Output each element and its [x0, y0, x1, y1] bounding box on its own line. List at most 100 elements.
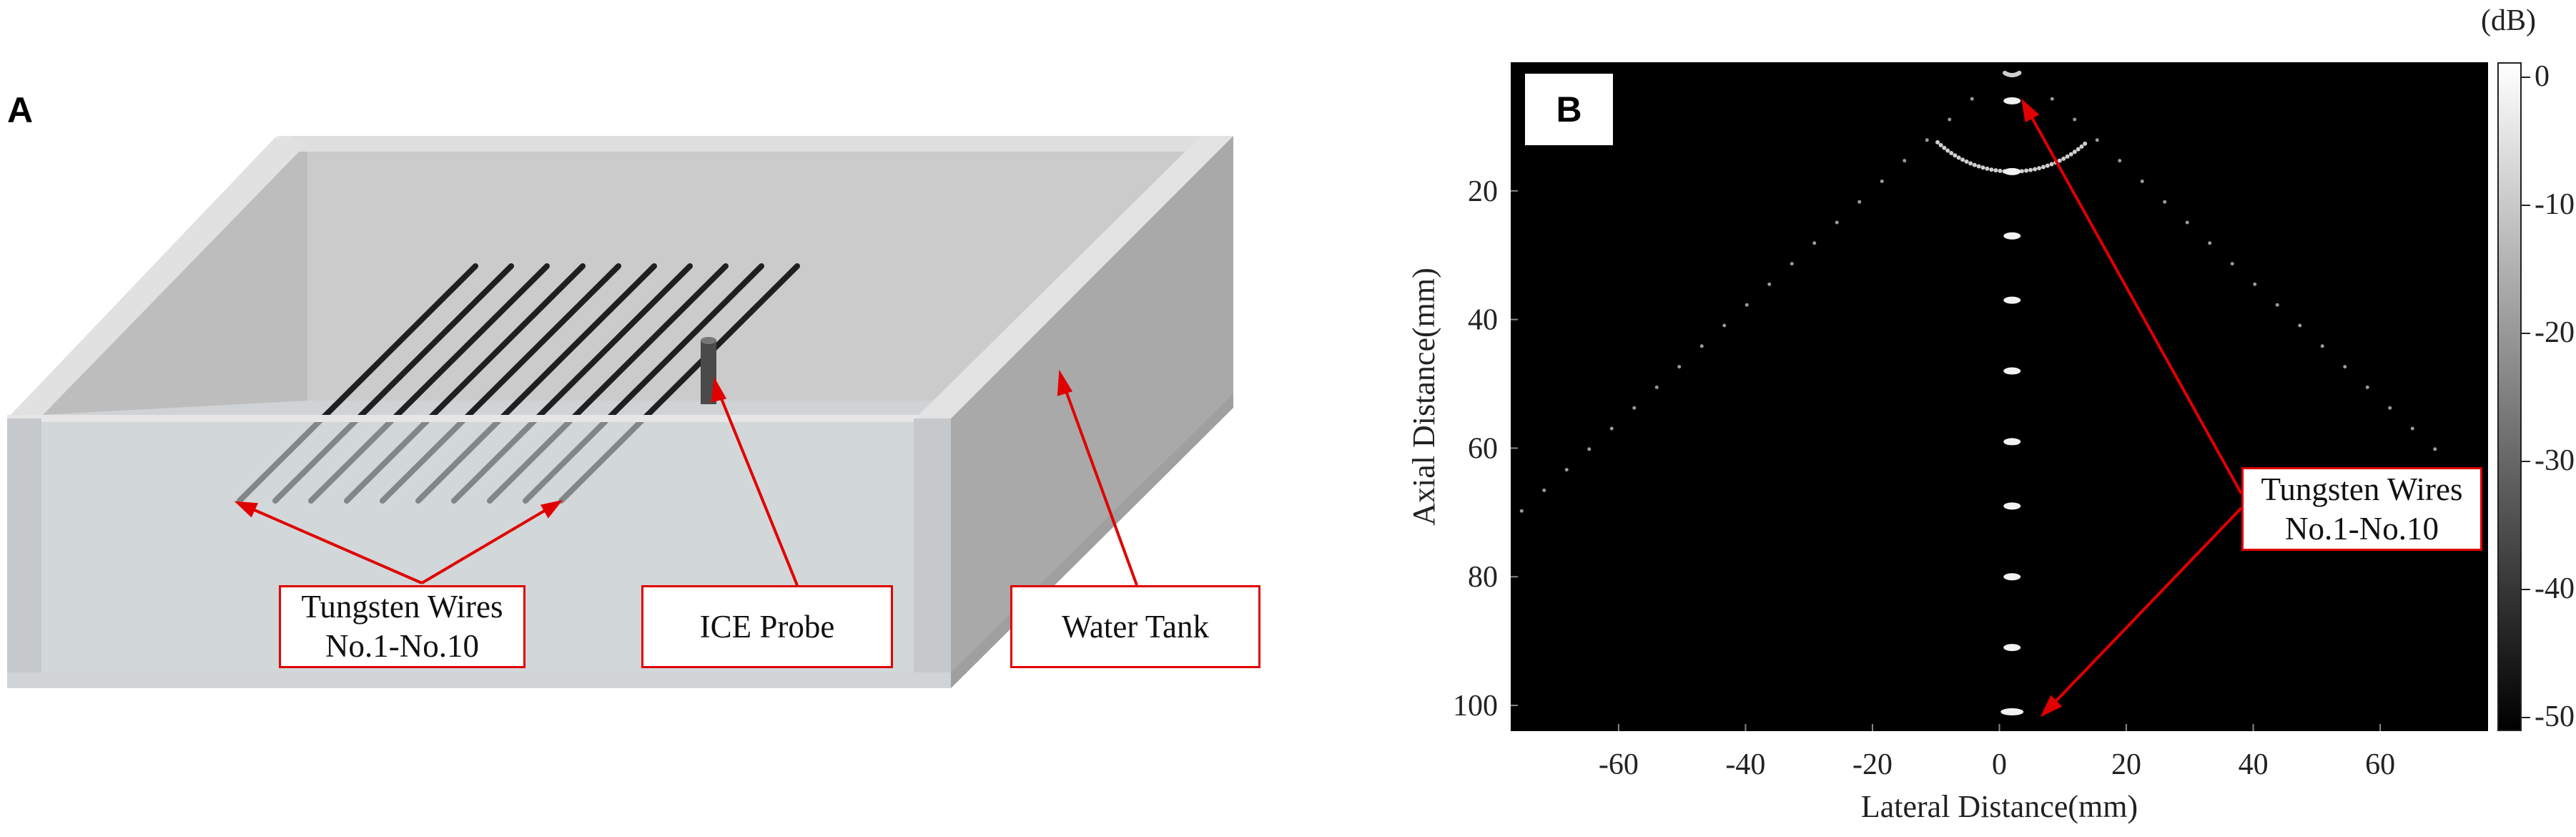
- sector-edge-speckle: [1948, 117, 1952, 122]
- near-field-speckle: [1968, 161, 1973, 166]
- sector-edge-speckle: [1519, 509, 1524, 513]
- ultrasound-image: [1511, 62, 2488, 731]
- sector-edge-speckle: [1880, 179, 1884, 183]
- near-field-speckle: [2040, 165, 2045, 170]
- colorbar-tick-mark: [2522, 589, 2530, 590]
- sector-edge-speckle: [1542, 488, 1546, 492]
- y-tick-label: 80: [1468, 561, 1498, 594]
- sector-edge-speckle: [2185, 220, 2189, 225]
- panel-a-letter: A: [7, 90, 34, 130]
- colorbar-tick-label: -20: [2535, 316, 2575, 349]
- near-field-speckle: [2065, 154, 2070, 159]
- colorbar-unit: (dB): [2481, 4, 2536, 37]
- near-field-speckle: [2076, 147, 2081, 152]
- sector-edges: [1519, 97, 2482, 513]
- ice-probe-label-text: ICE Probe: [699, 608, 835, 645]
- x-tick-label: -40: [1725, 748, 1765, 781]
- sector-edge-speckle: [1835, 220, 1839, 225]
- tank-rim-left: [7, 137, 307, 418]
- panel-b-annotation-label: Tungsten Wires No.1-No.10: [2241, 467, 2482, 551]
- panel-b-letter: B: [1556, 89, 1582, 129]
- sector-edge-speckle: [2298, 323, 2302, 328]
- ice-probe-label: ICE Probe: [641, 585, 893, 668]
- colorbar-tick-label: -10: [2535, 188, 2575, 221]
- water-tank-label: Water Tank: [1010, 585, 1260, 668]
- near-field-speckle: [1993, 168, 1998, 173]
- sector-edge-speckle: [2140, 179, 2144, 183]
- panel-b-annotation-line1: Tungsten Wires: [2261, 471, 2463, 507]
- sector-edge-speckle: [1564, 468, 1569, 472]
- sector-edge-speckle: [1722, 323, 1727, 328]
- y-tick-label: 40: [1468, 304, 1498, 337]
- wire-target-3: [2003, 232, 2021, 240]
- sector-edge-speckle: [1587, 447, 1592, 451]
- water-tank-diagram: [7, 136, 1233, 688]
- x-tick-label: 0: [1992, 748, 2007, 781]
- near-field-speckle: [2024, 168, 2029, 173]
- sector-edge-speckle: [2230, 262, 2234, 266]
- sector-edge-speckle: [1609, 426, 1614, 431]
- panel-b-letter-box: B: [1525, 74, 1613, 145]
- y-axis-label: Axial Distance(mm): [1406, 268, 1441, 525]
- tank-right-rim: [915, 136, 1233, 418]
- sector-edge-speckle: [2365, 385, 2369, 389]
- near-field-speckle: [1972, 162, 1977, 167]
- near-field-speckle: [1945, 148, 1950, 153]
- sector-edge-speckle: [1925, 138, 1929, 142]
- near-field-speckle: [2019, 169, 2024, 174]
- x-tick-label: -20: [1852, 748, 1892, 781]
- sector-edge-speckle: [2253, 282, 2257, 286]
- near-field-speckle: [1956, 155, 1961, 160]
- near-field-speckle: [1998, 168, 2003, 173]
- colorbar-tick-label: -30: [2535, 444, 2575, 477]
- colorbar-tick-mark: [2522, 333, 2530, 334]
- near-field-arcs: [1935, 70, 2088, 174]
- near-field-speckle: [2028, 167, 2033, 172]
- tank-base: [7, 672, 951, 688]
- tank-right-wall: [951, 136, 1233, 676]
- tank-front-right-post: [914, 418, 951, 676]
- near-field-speckle: [1949, 150, 1954, 155]
- near-field-speckle: [2045, 163, 2050, 168]
- sector-edge-speckle: [1857, 200, 1862, 204]
- tungsten-wires-label-line1: Tungsten Wires: [301, 589, 503, 625]
- sector-edge-speckle: [2118, 159, 2122, 163]
- tungsten-wires-label: Tungsten Wires No.1-No.10: [279, 585, 525, 668]
- wire-target-9: [2003, 644, 2021, 652]
- wire-target-6: [2003, 438, 2021, 446]
- sector-edge-speckle: [1699, 344, 1704, 348]
- near-field-speckle: [1964, 159, 1969, 164]
- wire-target-4: [2003, 296, 2021, 304]
- near-field-speckle: [2017, 70, 2022, 75]
- sector-edge-speckle: [2095, 138, 2099, 142]
- near-field-speckle: [1985, 166, 1990, 171]
- x-tick-label: 40: [2239, 748, 2269, 781]
- near-field-speckle: [1976, 164, 1981, 169]
- y-tick-label: 100: [1453, 690, 1498, 723]
- colorbar-tick-label: -50: [2535, 700, 2575, 733]
- sector-edge-speckle: [2343, 365, 2347, 369]
- sector-edge-speckle: [2050, 97, 2054, 101]
- panel-b-annotation-line2: No.1-No.10: [2285, 510, 2439, 547]
- tank-front-rim: [7, 415, 951, 422]
- wire-target-1: [2003, 97, 2021, 104]
- sector-edge-speckle: [2320, 344, 2324, 348]
- x-tick-label: 60: [2365, 748, 2395, 781]
- near-field-speckle: [1953, 153, 1958, 158]
- sector-edge-speckle: [1903, 159, 1907, 163]
- tank-rim-top: [286, 136, 1233, 152]
- ultrasound-svg: [1519, 70, 2482, 716]
- near-field-speckle: [1942, 145, 1947, 150]
- sector-edge-speckle: [1745, 303, 1749, 307]
- near-field-speckle: [2049, 162, 2054, 167]
- sector-edge-speckle: [2073, 117, 2077, 122]
- sector-edge-speckle: [2410, 426, 2414, 431]
- annotation-arrows: [234, 369, 1138, 586]
- sector-edge-speckle: [1677, 365, 1682, 369]
- ice-probe-icon: [701, 337, 716, 404]
- near-field-speckle: [2037, 166, 2042, 171]
- near-field-speckle: [2083, 141, 2088, 146]
- near-field-speckle: [2053, 160, 2058, 165]
- sector-edge-speckle: [1790, 262, 1794, 266]
- colorbar-tick-mark: [2522, 77, 2530, 78]
